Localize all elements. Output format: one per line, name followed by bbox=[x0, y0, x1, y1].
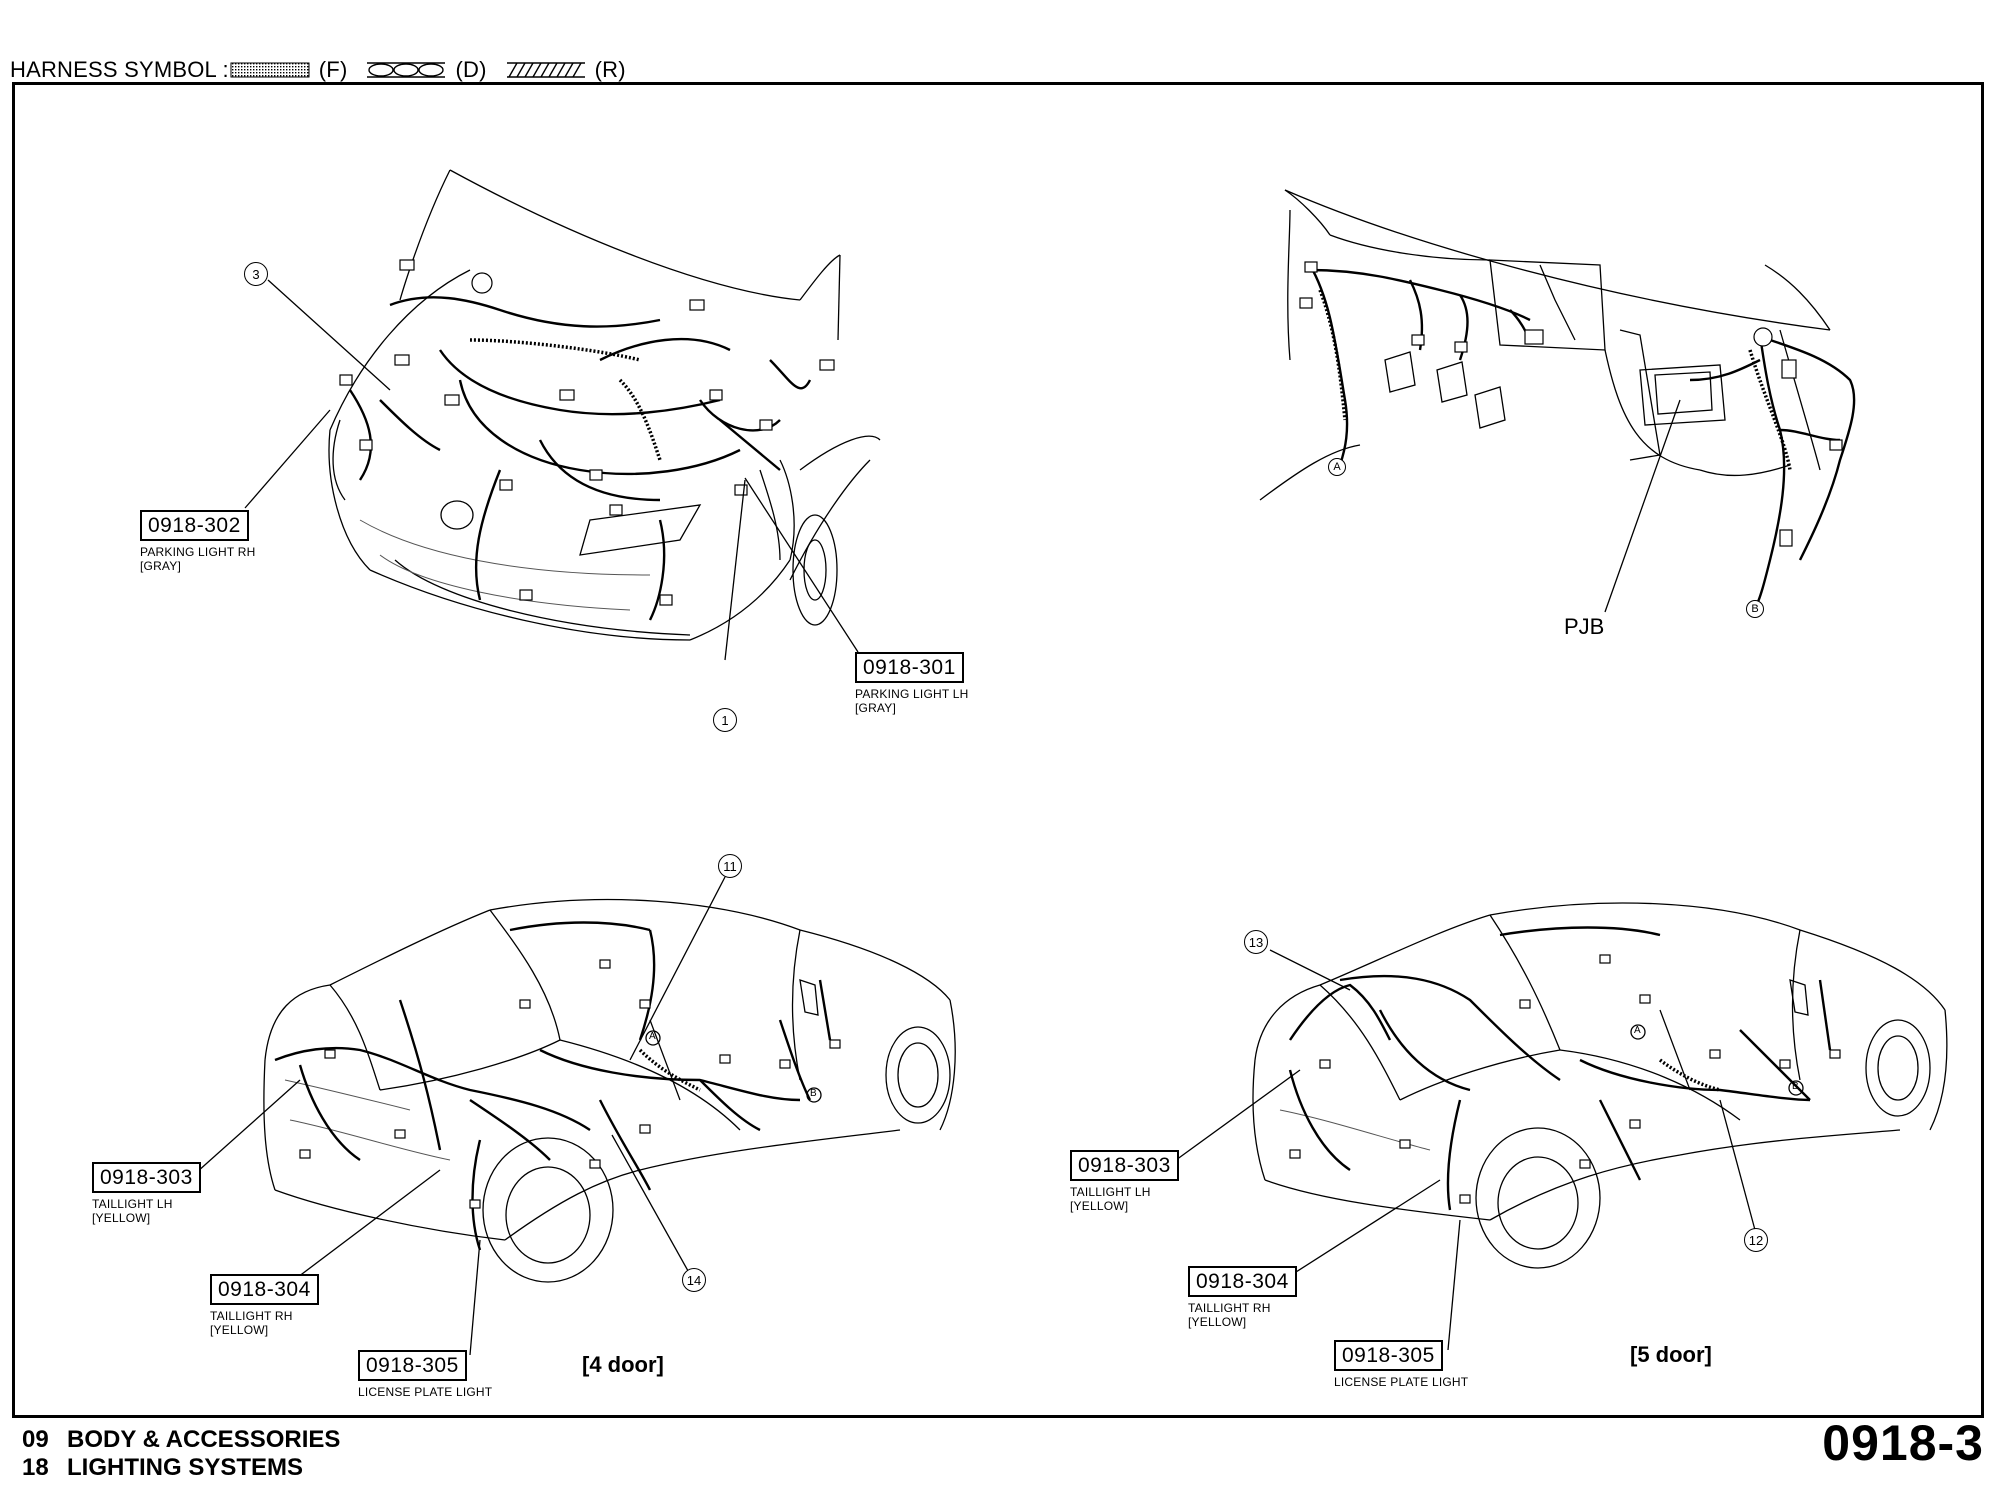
callout-1: 1 bbox=[713, 708, 737, 732]
connector-desc: PARKING LIGHT RH bbox=[140, 545, 256, 559]
connector-code: 0918-302 bbox=[140, 510, 249, 541]
point-mark-a-4door: A bbox=[649, 1031, 656, 1042]
legend-d-symbol bbox=[367, 62, 446, 78]
subsection-title: LIGHTING SYSTEMS bbox=[67, 1454, 304, 1481]
section-footer: 09 BODY & ACCESSORIES 18 LIGHTING SYSTEMS bbox=[22, 1426, 340, 1482]
tag-4door-0918-303: 0918-303 TAILLIGHT LH [YELLOW] bbox=[92, 1162, 201, 1225]
legend-f-code: (F) bbox=[318, 57, 348, 82]
connector-desc: PARKING LIGHT LH bbox=[855, 687, 969, 701]
tag-5door-0918-305: 0918-305 LICENSE PLATE LIGHT bbox=[1334, 1340, 1468, 1389]
connector-desc: LICENSE PLATE LIGHT bbox=[1334, 1375, 1469, 1389]
tag-5door-0918-303: 0918-303 TAILLIGHT LH [YELLOW] bbox=[1070, 1150, 1179, 1213]
tag-0918-302: 0918-302 PARKING LIGHT RH [GRAY] bbox=[140, 510, 255, 573]
harness-symbol-legend: HARNESS SYMBOL : (F) (D) (R) bbox=[10, 52, 644, 88]
section-number: 09 bbox=[22, 1426, 49, 1453]
connector-color: [YELLOW] bbox=[1070, 1199, 1129, 1213]
point-mark-b-4door: B bbox=[810, 1088, 817, 1099]
connector-color: [YELLOW] bbox=[210, 1323, 269, 1337]
point-mark-a-dash: A bbox=[1328, 458, 1346, 476]
tag-4door-0918-305: 0918-305 LICENSE PLATE LIGHT bbox=[358, 1350, 492, 1399]
connector-color: [YELLOW] bbox=[1188, 1315, 1247, 1329]
connector-code: 0918-301 bbox=[855, 652, 964, 683]
point-mark-a-5door: A bbox=[1634, 1025, 1641, 1036]
legend-title: HARNESS SYMBOL : bbox=[10, 57, 229, 82]
connector-desc: TAILLIGHT LH bbox=[92, 1197, 173, 1211]
connector-desc: TAILLIGHT RH bbox=[1188, 1301, 1271, 1315]
connector-desc: TAILLIGHT RH bbox=[210, 1309, 293, 1323]
callout-13: 13 bbox=[1244, 930, 1268, 954]
legend-f-symbol bbox=[230, 62, 310, 78]
connector-code: 0918-304 bbox=[1188, 1266, 1297, 1297]
connector-desc: LICENSE PLATE LIGHT bbox=[358, 1385, 493, 1399]
pjb-label: PJB bbox=[1564, 614, 1605, 639]
variant-label-4door: [4 door] bbox=[582, 1352, 664, 1377]
legend-d-code: (D) bbox=[455, 57, 487, 82]
tag-0918-301: 0918-301 PARKING LIGHT LH [GRAY] bbox=[855, 652, 968, 715]
connector-code: 0918-305 bbox=[358, 1350, 467, 1381]
callout-12: 12 bbox=[1744, 1228, 1768, 1252]
tag-4door-0918-304: 0918-304 TAILLIGHT RH [YELLOW] bbox=[210, 1274, 319, 1337]
connector-code: 0918-305 bbox=[1334, 1340, 1443, 1371]
section-title: BODY & ACCESSORIES bbox=[67, 1426, 341, 1453]
connector-desc: TAILLIGHT LH bbox=[1070, 1185, 1151, 1199]
connector-code: 0918-303 bbox=[1070, 1150, 1179, 1181]
dashboard-pjb-view bbox=[1259, 189, 1856, 613]
legend-r-code: (R) bbox=[594, 57, 626, 82]
page-code: 0918-3 bbox=[1822, 1415, 1984, 1471]
tag-5door-0918-304: 0918-304 TAILLIGHT RH [YELLOW] bbox=[1188, 1266, 1297, 1329]
subsection-number: 18 bbox=[22, 1454, 49, 1481]
callout-14: 14 bbox=[682, 1268, 706, 1292]
legend-r-symbol bbox=[506, 62, 585, 78]
five-door-rear-view bbox=[1175, 902, 1948, 1351]
point-mark-b-dash: B bbox=[1746, 600, 1764, 618]
variant-label-5door: [5 door] bbox=[1630, 1342, 1712, 1367]
front-engine-bay-view bbox=[244, 169, 881, 661]
callout-3: 3 bbox=[244, 262, 268, 286]
diagram-frame bbox=[12, 82, 1984, 1418]
callout-11: 11 bbox=[718, 854, 742, 878]
connector-color: [GRAY] bbox=[140, 559, 181, 573]
connector-color: [GRAY] bbox=[855, 701, 896, 715]
four-door-rear-view bbox=[196, 876, 956, 1356]
connector-code: 0918-303 bbox=[92, 1162, 201, 1193]
connector-code: 0918-304 bbox=[210, 1274, 319, 1305]
point-mark-b-5door: B bbox=[1792, 1081, 1799, 1092]
connector-color: [YELLOW] bbox=[92, 1211, 151, 1225]
